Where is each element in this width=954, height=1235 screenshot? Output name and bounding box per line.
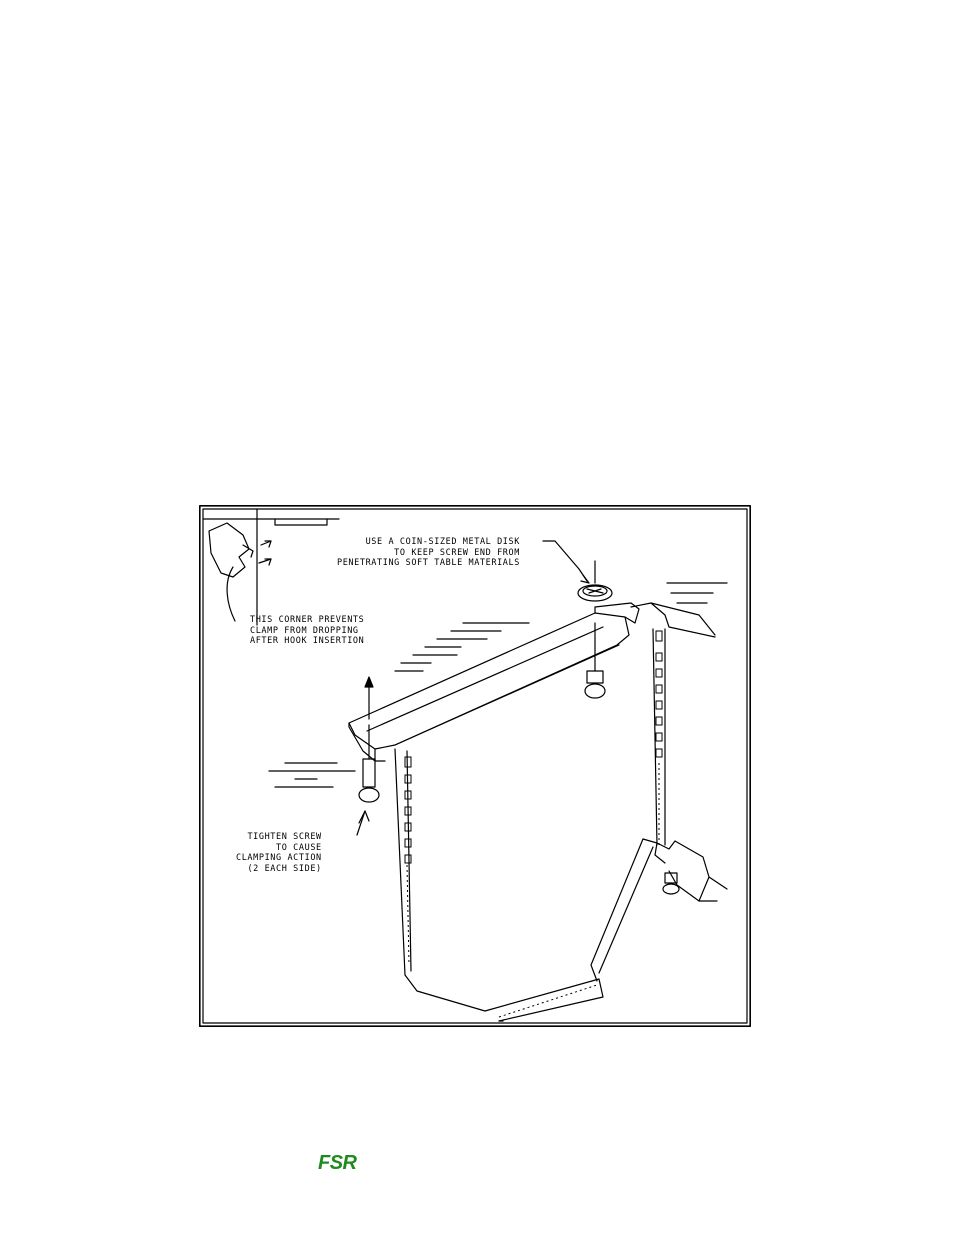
screw-callout: TIGHTEN SCREW TO CAUSE CLAMPING ACTION (… — [236, 832, 322, 874]
disk-callout: USE A COIN-SIZED METAL DISK TO KEEP SCRE… — [337, 537, 520, 568]
corner-callout: THIS CORNER PREVENTS CLAMP FROM DROPPING… — [250, 615, 365, 646]
fsr-logo: FSR — [318, 1152, 357, 1174]
bolt-left — [356, 724, 380, 836]
dimension-lines — [268, 582, 728, 788]
right-rail — [630, 602, 716, 846]
inset-detail — [202, 508, 340, 626]
left-rack — [394, 748, 604, 1022]
figure-frame — [199, 505, 751, 1027]
bolt-center — [584, 622, 606, 699]
bottom-bracket — [590, 838, 728, 982]
lift-arrow — [364, 676, 374, 720]
metal-disk — [542, 540, 613, 602]
